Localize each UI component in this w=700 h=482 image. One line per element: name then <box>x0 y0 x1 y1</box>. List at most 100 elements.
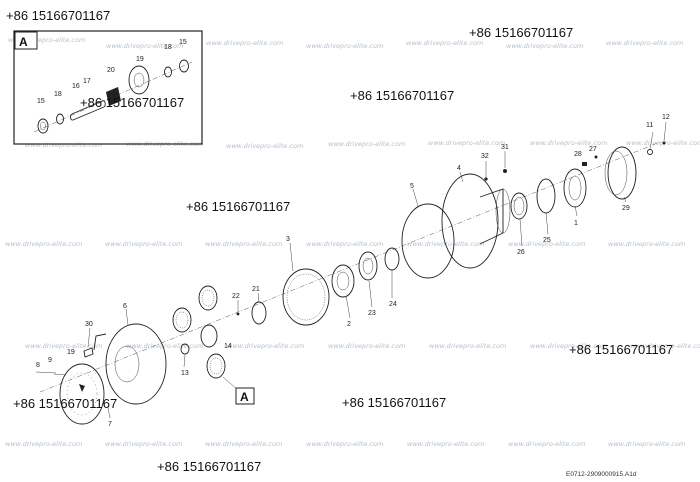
callout-14: 14 <box>224 343 232 350</box>
hub-4-end <box>495 188 511 234</box>
end-cover-7-holes <box>66 372 98 416</box>
callout-4: 4 <box>457 165 461 172</box>
callout-27: 27 <box>589 146 597 153</box>
phone-overlay: +86 15166701167 <box>13 396 117 411</box>
cover-29 <box>607 146 637 200</box>
watermark: www.drivepro-elite.com <box>407 440 484 448</box>
callout-16-detail: 16 <box>72 83 80 90</box>
watermark: www.drivepro-elite.com <box>428 139 505 147</box>
watermark: www.drivepro-elite.com <box>328 342 405 350</box>
callout-1: 1 <box>574 220 578 227</box>
seal-26 <box>510 192 528 220</box>
bolt-12 <box>662 141 666 145</box>
leader-21 <box>257 292 260 303</box>
watermark: www.drivepro-elite.com <box>429 342 506 350</box>
detail-a-panel: A <box>13 30 203 145</box>
bolt-8 <box>35 371 57 374</box>
detail-a-frame <box>13 30 203 145</box>
phone-overlay: +86 15166701167 <box>350 88 454 103</box>
watermark: www.drivepro-elite.com <box>5 440 82 448</box>
o-ring-5 <box>401 203 455 279</box>
leader-lines <box>87 121 667 419</box>
callout-25: 25 <box>543 237 551 244</box>
leader-6 <box>125 308 129 326</box>
hub-4-flange <box>441 173 499 269</box>
callout-19-detail: 19 <box>136 56 144 63</box>
callout-20-detail: 20 <box>107 67 115 74</box>
phone-overlay: +86 15166701167 <box>186 199 290 214</box>
callout-18b-detail: 18 <box>164 44 172 51</box>
watermark: www.drivepro-elite.com <box>106 42 183 50</box>
bolt-31-marker <box>503 169 507 173</box>
callout-21: 21 <box>252 286 260 293</box>
leader-4 <box>459 171 464 183</box>
watermark: www.drivepro-elite.com <box>608 440 685 448</box>
pin-22-marker <box>236 312 240 316</box>
callout-17-detail: 17 <box>83 78 91 85</box>
leader-25 <box>545 212 549 235</box>
shaft-17-detail <box>69 100 106 121</box>
watermark: www.drivepro-elite.com <box>406 39 483 47</box>
carrier-6-bore <box>114 345 140 383</box>
callout-15-detail: 15 <box>37 98 45 105</box>
planet-gear-lower-teeth <box>209 357 223 375</box>
cover-29-inner <box>604 150 628 196</box>
needle-bearing-20-detail <box>106 87 121 106</box>
planet-gear-19-detail <box>128 65 150 95</box>
callout-31: 31 <box>501 144 509 151</box>
callout-13: 13 <box>181 370 189 377</box>
callout-7: 7 <box>108 421 112 428</box>
bearing-2-inner <box>336 271 350 291</box>
snap-ring-24 <box>384 247 400 271</box>
callout-15b-detail: 15 <box>179 39 187 46</box>
bearing-23 <box>358 251 378 281</box>
callout-22: 22 <box>232 293 240 300</box>
washer-15-detail-bore <box>40 121 46 131</box>
leader-2 <box>345 295 351 319</box>
callout-numbers: 1 2 3 4 5 6 7 8 9 11 12 13 14 15 15 16 1… <box>36 39 670 428</box>
planet-gear-upper <box>198 285 218 311</box>
planet-gear-lower <box>206 353 226 379</box>
planet-gear-left-teeth <box>175 311 189 329</box>
bolt-9 <box>53 373 67 376</box>
watermark: www.drivepro-elite.com <box>506 42 583 50</box>
leader-1 <box>574 205 578 217</box>
ring-18-detail <box>56 113 64 125</box>
watermark: www.drivepro-elite.com <box>606 39 683 47</box>
callout-8: 8 <box>36 362 40 369</box>
leader-12 <box>663 121 667 142</box>
watermark: www.drivepro-elite.com <box>508 440 585 448</box>
leader-7 <box>107 407 111 419</box>
watermark: www.drivepro-elite.com <box>328 140 405 148</box>
leader-29 <box>623 196 627 203</box>
callout-12: 12 <box>662 114 670 121</box>
detail-a-reference-tag <box>235 387 255 405</box>
watermark: www.drivepro-elite.com <box>206 39 283 47</box>
plug-30 <box>83 347 94 358</box>
leader-5 <box>412 188 419 207</box>
callout-2: 2 <box>347 321 351 328</box>
detail-a-tag-label: A <box>19 35 28 49</box>
nut-11 <box>647 149 653 155</box>
pin-28 <box>582 162 587 166</box>
planet-gear-19-detail-bore <box>133 72 145 88</box>
callout-11: 11 <box>646 122 653 129</box>
callout-26: 26 <box>517 249 525 256</box>
phone-overlay: +86 15166701167 <box>157 459 261 474</box>
bearing-1 <box>563 168 587 208</box>
ring-gear-3 <box>282 268 330 326</box>
leader-3 <box>289 242 294 272</box>
watermark: www.drivepro-elite.com <box>8 36 85 44</box>
seal-26-inner <box>513 196 525 216</box>
watermark: www.drivepro-elite.com <box>5 240 82 248</box>
planet-gear-left <box>172 307 192 333</box>
ring-gear-3-teeth <box>286 273 326 321</box>
watermark: www.drivepro-elite.com <box>25 141 102 149</box>
planet-gear-14 <box>200 324 218 348</box>
callout-28: 28 <box>574 151 582 158</box>
callout-32: 32 <box>481 153 489 160</box>
watermark: www.drivepro-elite.com <box>205 240 282 248</box>
watermark: www.drivepro-elite.com <box>105 440 182 448</box>
phone-overlay: +86 15166701167 <box>342 395 446 410</box>
